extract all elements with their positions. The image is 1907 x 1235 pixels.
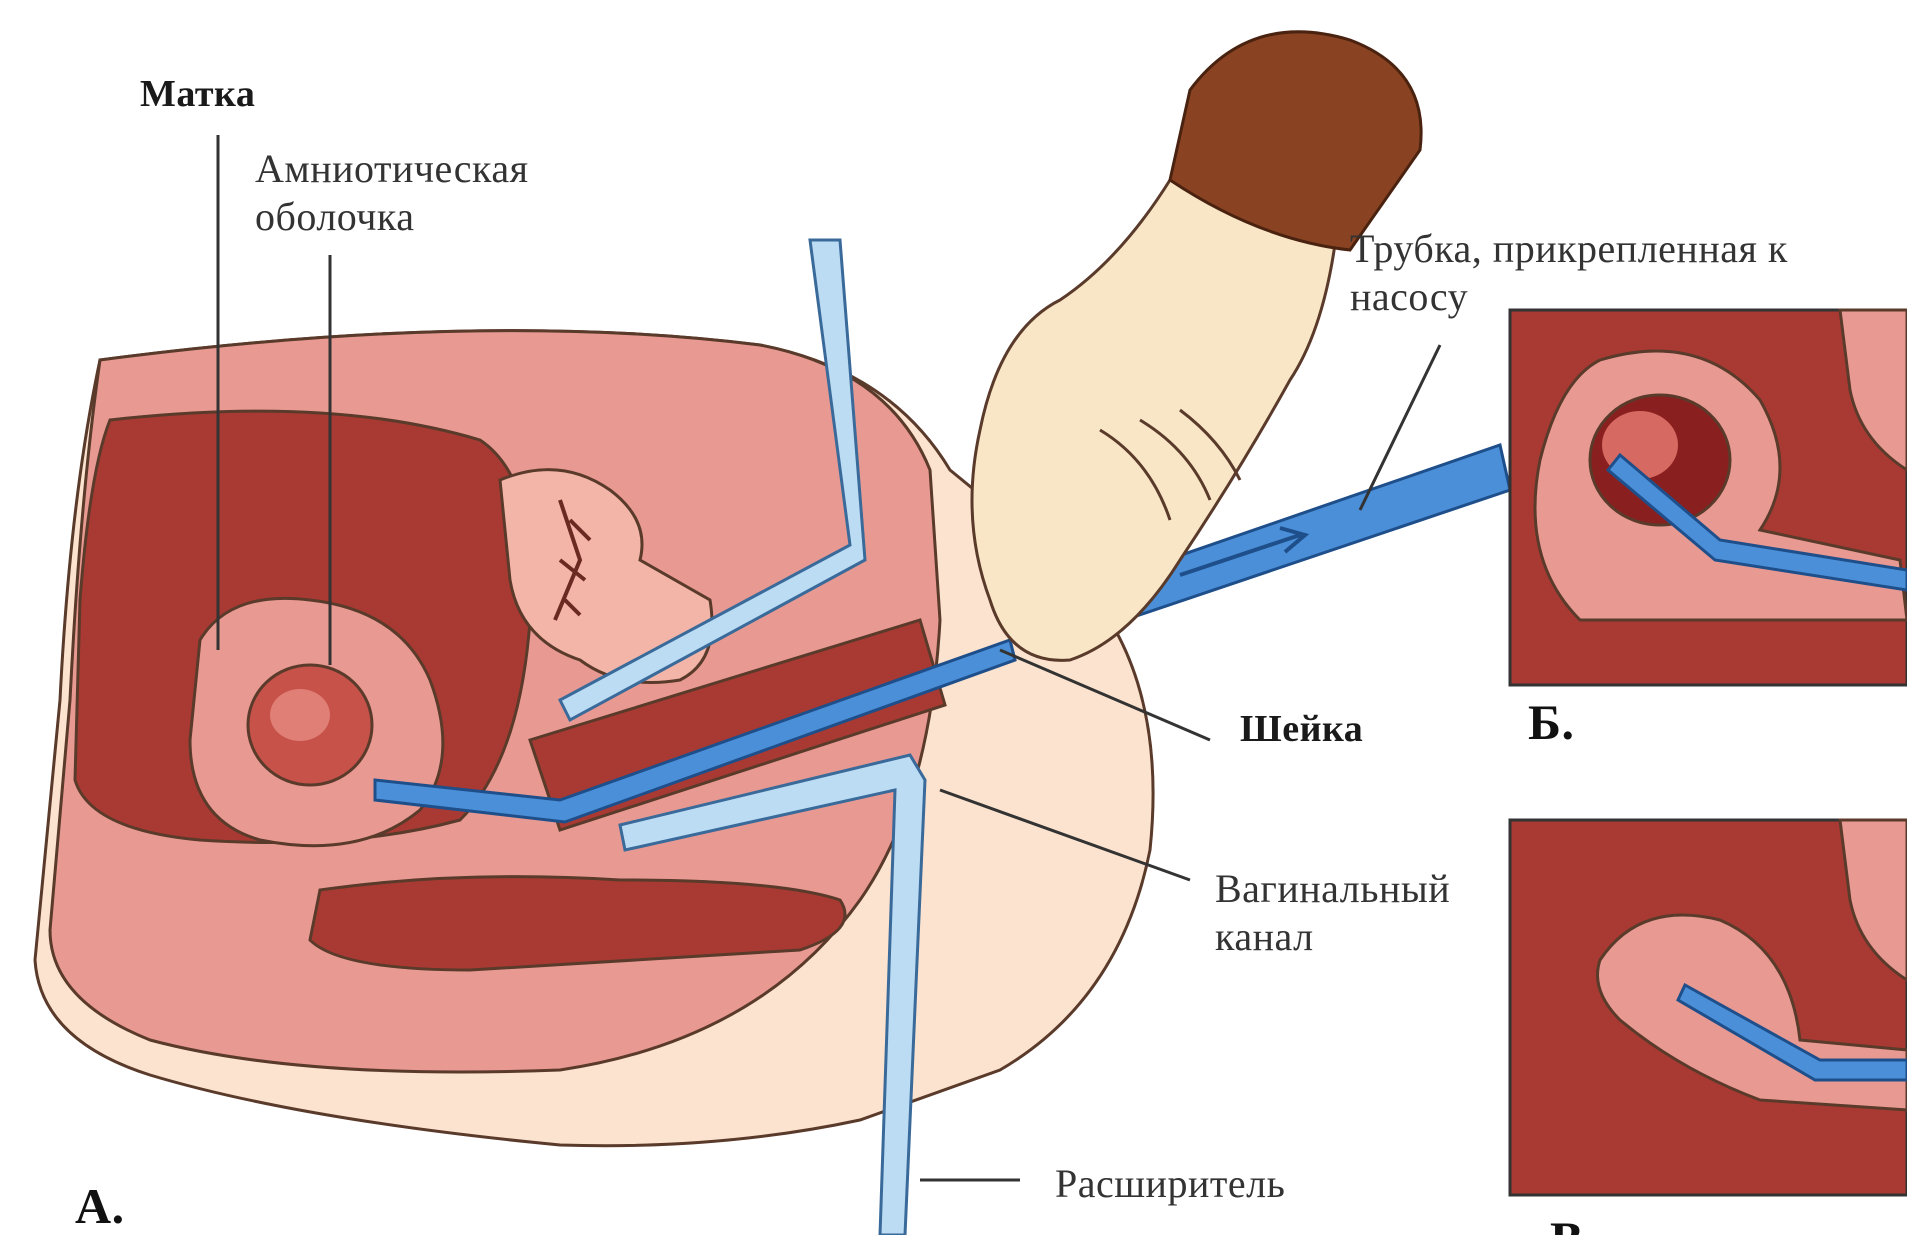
label-uterus: Матка	[140, 70, 255, 118]
panel-label-c: В.	[1550, 1215, 1597, 1235]
label-pump-tube: Трубка, прикрепленная к насосу	[1350, 225, 1830, 321]
label-vaginal-canal: Вагинальный канал	[1215, 865, 1515, 961]
label-amniotic-membrane: Амниотическая оболочка	[255, 145, 595, 241]
gloved-hand	[972, 180, 1340, 660]
panel-label-b: Б.	[1528, 698, 1575, 746]
panel-label-a: А.	[75, 1182, 125, 1230]
panel-c-illustration	[1510, 820, 1907, 1195]
panel-b-illustration	[1510, 310, 1907, 685]
label-cervix: Шейка	[1240, 705, 1363, 753]
label-dilator: Расширитель	[1055, 1160, 1285, 1208]
embryo	[270, 689, 330, 741]
